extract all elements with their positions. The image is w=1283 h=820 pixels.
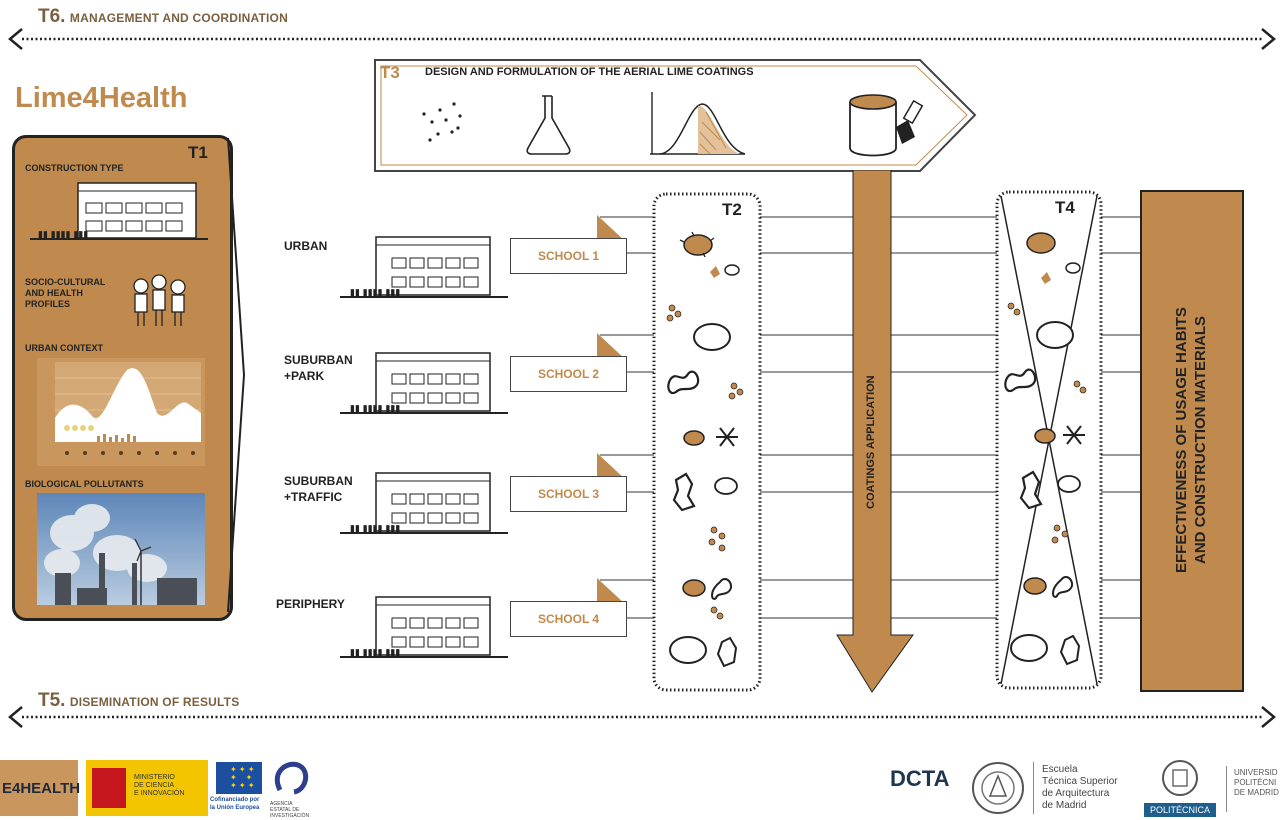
eu-flag-icon: ✦ ✦ ✦✦ ✦✦ ✦ ✦ xyxy=(216,762,262,794)
t1-socio-cultural-label: SOCIO-CULTURAL AND HEALTH PROFILES xyxy=(25,277,106,309)
site-label-periphery: PERIPHERY xyxy=(276,597,345,611)
effectiveness-label-line-2: AND CONSTRUCTION MATERIALS xyxy=(1192,315,1209,565)
t3-icons xyxy=(422,92,924,157)
etsam-line-1: Escuela xyxy=(1042,764,1078,775)
microorganisms-icon xyxy=(666,231,744,668)
school-4-box: SCHOOL 4 xyxy=(510,601,627,637)
eu-logo: ✦ ✦ ✦✦ ✦✦ ✦ ✦ Cofinanciado por la Unión … xyxy=(210,760,268,816)
pollution-photo xyxy=(37,493,205,605)
paint-bucket-icon xyxy=(849,94,924,157)
svg-text:▮▮ ▮▮▮▮ ▮▮▮: ▮▮ ▮▮▮▮ ▮▮▮ xyxy=(350,288,400,298)
t1-construction-type-label: CONSTRUCTION TYPE xyxy=(25,163,124,173)
agencia-line-1: AGENCIA xyxy=(270,801,293,807)
lime4health-logo-text: E4HEALTH xyxy=(2,780,81,797)
politecnica-logo: POLITÉCNICA xyxy=(1140,758,1220,817)
t6-label: MANAGEMENT AND COORDINATION xyxy=(69,11,288,25)
effectiveness-label-line-1: EFFECTIVENESS OF USAGE HABITS xyxy=(1173,307,1190,573)
project-title: Lime4Health xyxy=(15,82,188,114)
school-2-box: SCHOOL 2 xyxy=(510,356,627,392)
svg-text:▮▮ ▮▮▮▮ ▮▮▮: ▮▮ ▮▮▮▮ ▮▮▮ xyxy=(350,648,400,658)
t3-label: DESIGN AND FORMULATION OF THE AERIAL LIM… xyxy=(425,66,754,78)
logo-divider xyxy=(1033,762,1034,814)
t3-box xyxy=(374,59,977,172)
politecnica-text: POLITÉCNICA xyxy=(1144,803,1216,817)
children-icon xyxy=(133,274,186,326)
svg-text:▮▮ ▮▮▮▮ ▮▮▮: ▮▮ ▮▮▮▮ ▮▮▮ xyxy=(350,524,400,534)
svg-text:▮▮ ▮▮▮▮ ▮▮▮: ▮▮ ▮▮▮▮ ▮▮▮ xyxy=(38,230,88,240)
coat-of-arms-icon xyxy=(92,768,126,808)
t2-column xyxy=(652,192,762,692)
etsam-line-3: de Arquitectura xyxy=(1042,788,1110,799)
ministerio-line-3: E INNOVACIÓN xyxy=(134,790,185,797)
effectiveness-box xyxy=(1140,190,1244,692)
dcta-text: DCTA xyxy=(890,766,950,791)
school-building-icon: ▮▮ ▮▮▮▮ ▮▮▮ xyxy=(340,472,508,534)
flask-icon xyxy=(526,95,571,155)
t5-heading: T5. DISEMINATION OF RESULTS xyxy=(38,690,239,712)
upm-line-1: UNIVERSID xyxy=(1234,768,1278,777)
urban-context-chart xyxy=(37,358,205,466)
site-label-suburban-park: SUBURBAN +PARK xyxy=(284,353,353,383)
t1-building-icon: ▮▮ ▮▮▮▮ ▮▮▮ xyxy=(30,182,208,240)
coatings-label: COATINGS APPLICATION xyxy=(865,375,877,510)
eu-line-2: la Unión Europea xyxy=(210,805,260,811)
site-label-suburban-traffic: SUBURBAN +TRAFFIC xyxy=(284,474,353,504)
upm-text: UNIVERSID POLITÉCNI DE MADRID xyxy=(1234,768,1283,798)
t1-bracket xyxy=(227,138,246,612)
t1-urban-context-label: URBAN CONTEXT xyxy=(25,343,103,353)
etsam-line-2: Técnica Superior xyxy=(1042,776,1118,787)
ministerio-text: MINISTERIO DE CIENCIA E INNOVACIÓN xyxy=(134,774,184,798)
school-building-icon: ▮▮ ▮▮▮▮ ▮▮▮ xyxy=(340,236,508,298)
t5-arrow xyxy=(8,706,1276,728)
microorganisms-icon xyxy=(1004,232,1087,666)
t6-code: T6. xyxy=(38,6,66,27)
ministerio-line-2: DE CIENCIA xyxy=(134,782,175,789)
t4-column xyxy=(995,190,1103,690)
t4-code: T4 xyxy=(1055,198,1075,217)
etsam-seal-icon xyxy=(972,762,1024,814)
agencia-emblem-icon xyxy=(275,761,309,795)
upm-crest-icon xyxy=(1162,760,1198,796)
t3-code: T3 xyxy=(380,63,400,82)
dcta-logo: DCTA xyxy=(890,766,960,816)
ministerio-logo: MINISTERIO DE CIENCIA E INNOVACIÓN xyxy=(86,760,208,816)
t5-code: T5. xyxy=(38,690,66,711)
etsam-line-4: de Madrid xyxy=(1042,800,1087,811)
t2-code: T2 xyxy=(722,200,742,219)
svg-text:▮▮ ▮▮▮▮ ▮▮▮: ▮▮ ▮▮▮▮ ▮▮▮ xyxy=(350,404,400,414)
school-flag-4 xyxy=(597,578,625,604)
agencia-logo: AGENCIA ESTATAL DE INVESTIGACIÓN xyxy=(270,760,315,819)
school-building-icon: ▮▮ ▮▮▮▮ ▮▮▮ xyxy=(340,596,508,658)
logo-divider xyxy=(1226,766,1227,812)
coatings-arrow xyxy=(836,170,914,693)
eu-line-1: Cofinanciado por xyxy=(210,797,260,803)
site-label-urban: URBAN xyxy=(284,239,328,253)
school-1-box: SCHOOL 1 xyxy=(510,238,627,274)
effectiveness-label: EFFECTIVENESS OF USAGE HABITS AND CONSTR… xyxy=(1172,200,1210,680)
distribution-curve-icon xyxy=(650,92,746,155)
upm-line-3: DE MADRID xyxy=(1234,788,1279,797)
lime4health-logo: E4HEALTH xyxy=(0,760,81,816)
agencia-line-3: INVESTIGACIÓN xyxy=(270,813,310,819)
upm-line-2: POLITÉCNI xyxy=(1234,778,1277,787)
particles-icon xyxy=(422,102,462,142)
school-flag-3 xyxy=(597,453,625,479)
t5-label: DISEMINATION OF RESULTS xyxy=(69,695,240,709)
agencia-line-2: ESTATAL DE xyxy=(270,807,300,813)
etsam-text: Escuela Técnica Superior de Arquitectura… xyxy=(1042,764,1118,812)
school-flag-1 xyxy=(597,215,625,241)
t6-heading: T6. MANAGEMENT AND COORDINATION xyxy=(38,6,288,28)
t6-arrow xyxy=(8,28,1276,50)
t1-code: T1 xyxy=(188,143,208,162)
school-building-icon: ▮▮ ▮▮▮▮ ▮▮▮ xyxy=(340,352,508,414)
t1-biological-pollutants-label: BIOLOGICAL POLLUTANTS xyxy=(25,479,144,489)
ministerio-line-1: MINISTERIO xyxy=(134,774,175,781)
school-3-box: SCHOOL 3 xyxy=(510,476,627,512)
school-flag-2 xyxy=(597,333,625,359)
